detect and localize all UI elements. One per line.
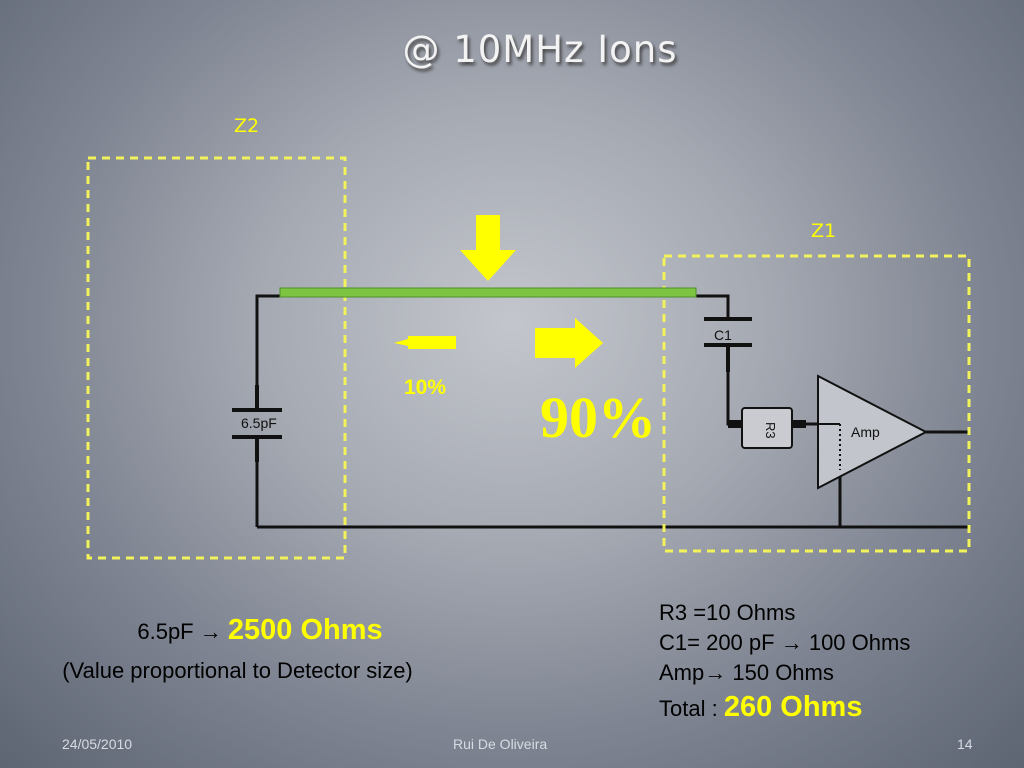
c1-label: C1 — [714, 327, 732, 343]
c1-prefix: C1= 200 pF — [659, 630, 775, 655]
c1-value: 100 Ohms — [808, 630, 911, 655]
c1-capacitor — [704, 317, 752, 372]
detector-strip — [279, 287, 697, 298]
arrow-icon: → — [780, 630, 803, 655]
down-arrow-icon — [460, 215, 516, 281]
r3-line: R3 =10 Ohms — [659, 600, 796, 625]
detector-impedance-value: 2500 Ohms — [227, 614, 383, 646]
footer-page-number: 14 — [957, 736, 973, 752]
r3-label: R3 — [763, 422, 778, 439]
slide-title: @ 10MHz Ions — [402, 28, 678, 71]
footer-date: 24/05/2010 — [62, 736, 133, 752]
total-label: Total : — [659, 696, 718, 721]
zone-z2-label: Z2 — [234, 115, 260, 137]
zone-z2-box — [86, 156, 347, 560]
flow-right-percent: 90% — [540, 385, 656, 450]
amp-value: 150 Ohms — [732, 660, 834, 685]
right-arrow-icon — [535, 318, 603, 368]
total-value: 260 Ohms — [723, 691, 863, 723]
flow-left-percent: 10% — [404, 376, 447, 399]
total-line: Total : 260 Ohms — [659, 692, 910, 724]
r3-lead-left — [728, 420, 742, 428]
zone-z1-label: Z1 — [811, 220, 837, 242]
amplifier-triangle — [817, 374, 929, 490]
left-arrow-icon — [394, 336, 456, 349]
amp-label: Amp — [851, 424, 880, 440]
arrow-icon: → — [704, 660, 727, 685]
detector-capacitor — [232, 385, 282, 462]
amp-prefix: Amp — [659, 660, 705, 685]
detector-size-note: (Value proportional to Detector size) — [62, 658, 413, 683]
c1-line: C1= 200 pF → 100 Ohms — [659, 628, 910, 658]
arrow-icon: → — [199, 619, 222, 644]
footer-author: Rui De Oliveira — [453, 736, 548, 752]
r3-lead-right — [792, 420, 806, 428]
detector-cap-label: 6.5pF — [241, 415, 277, 431]
impedance-breakdown: R3 =10 Ohms C1= 200 pF → 100 Ohms Amp→ 1… — [659, 598, 910, 724]
zone-z1-box — [662, 254, 971, 553]
wire-right-top — [696, 294, 730, 319]
amp-line: Amp→ 150 Ohms — [659, 658, 910, 688]
detector-impedance-line: 6.5pF → 2500 Ohms — [0, 614, 520, 647]
cap-prefix: 6.5pF — [137, 619, 194, 644]
wire-c1-r3 — [726, 345, 742, 426]
wire-left-top — [255, 294, 280, 410]
